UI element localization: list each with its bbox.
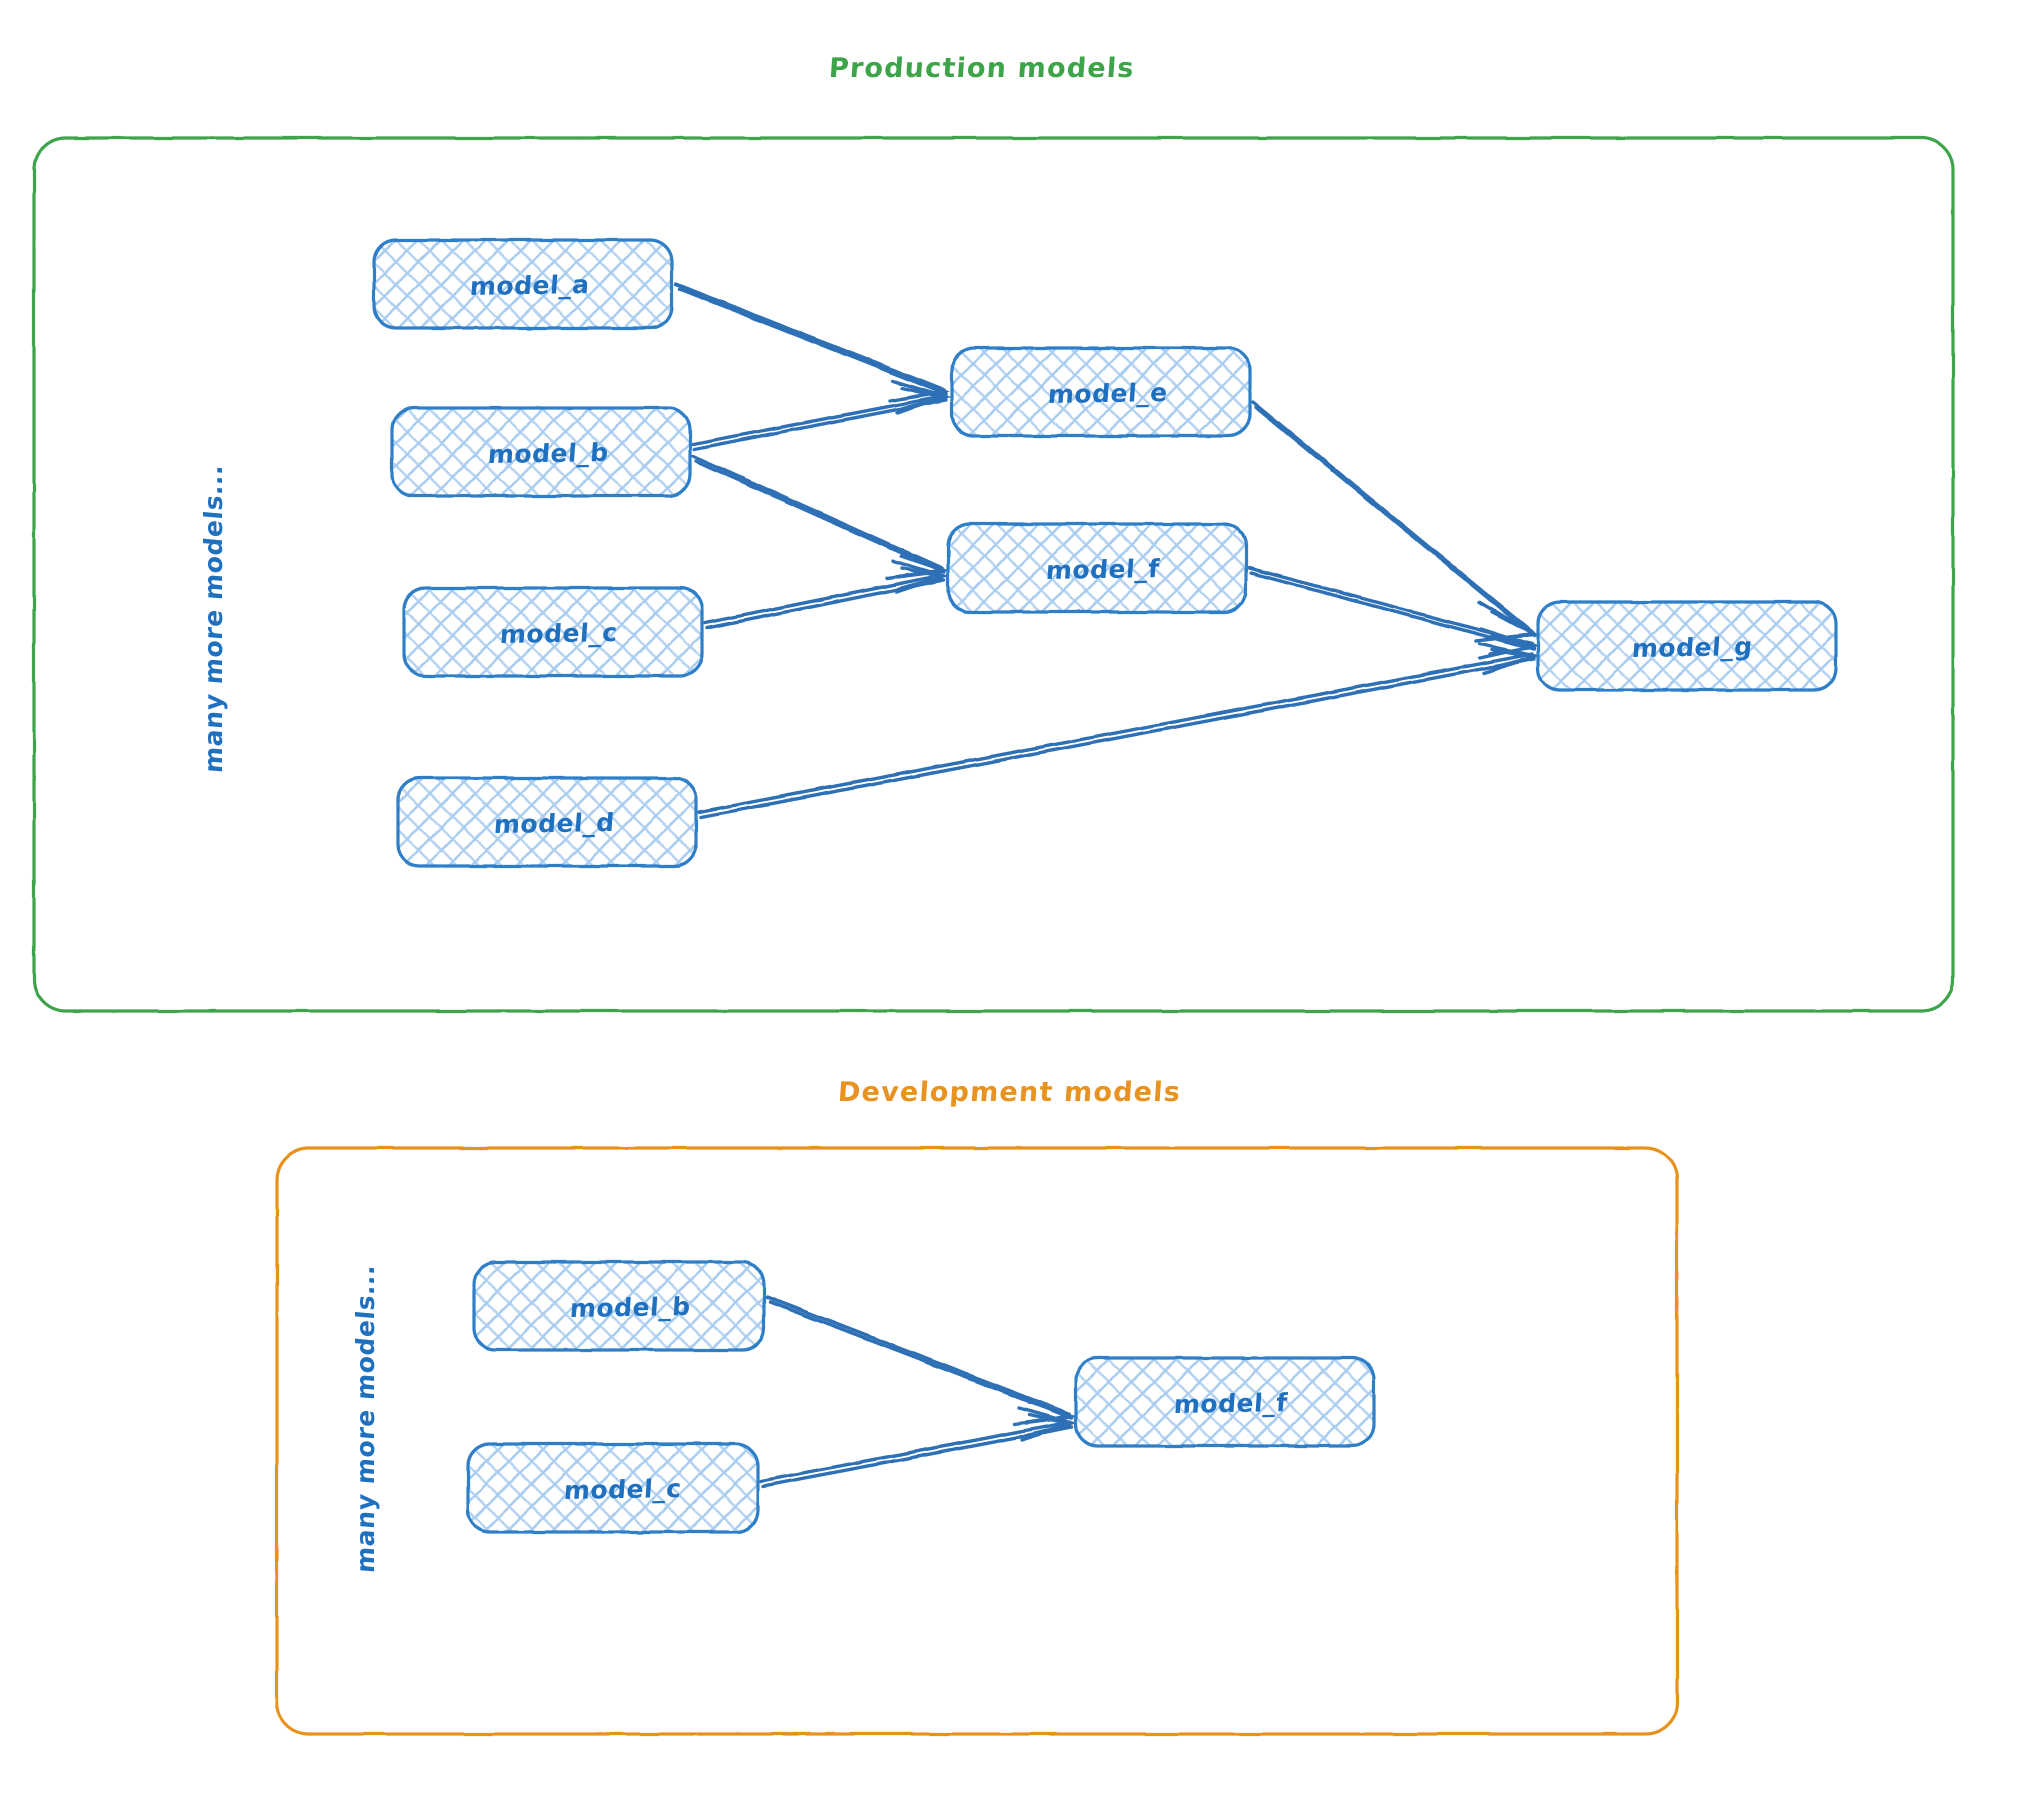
edge-dev-model-c-to-model-f: [759, 1406, 1078, 1488]
edge-layer: [674, 282, 1542, 1488]
development-group-title: Development models: [836, 1077, 1183, 1108]
node-prod-model-b[interactable]: [390, 406, 692, 498]
node-prod-model-f[interactable]: [946, 522, 1248, 614]
node-layer: [372, 238, 1838, 1534]
development-group-box: [275, 1146, 1679, 1736]
production-group-box: [32, 136, 1955, 1013]
node-prod-model-c[interactable]: [402, 586, 704, 678]
edge-model-d-to-model-g: [697, 642, 1542, 819]
development-many-more-models-note: many more models...: [351, 1263, 380, 1574]
edge-dev-model-b-to-model-f: [765, 1295, 1078, 1426]
production-many-more-models-note: many more models...: [199, 463, 228, 774]
node-prod-model-e[interactable]: [950, 346, 1252, 438]
node-dev-model-b[interactable]: [472, 1260, 766, 1352]
group-boxes: [32, 136, 1955, 1736]
edge-model-e-to-model-g: [1251, 400, 1541, 643]
edge-model-b-to-model-f: [691, 454, 950, 580]
node-prod-model-d[interactable]: [396, 776, 698, 868]
node-prod-model-a[interactable]: [372, 238, 674, 330]
edge-model-a-to-model-e: [674, 282, 950, 403]
production-group-title: Production models: [827, 53, 1136, 84]
node-dev-model-c[interactable]: [466, 1442, 760, 1534]
node-dev-model-f[interactable]: [1074, 1356, 1376, 1448]
edge-model-c-to-model-f: [703, 559, 950, 630]
edge-model-b-to-model-e: [691, 379, 952, 451]
node-prod-model-g[interactable]: [1536, 600, 1838, 692]
edge-model-f-to-model-g: [1247, 566, 1541, 660]
